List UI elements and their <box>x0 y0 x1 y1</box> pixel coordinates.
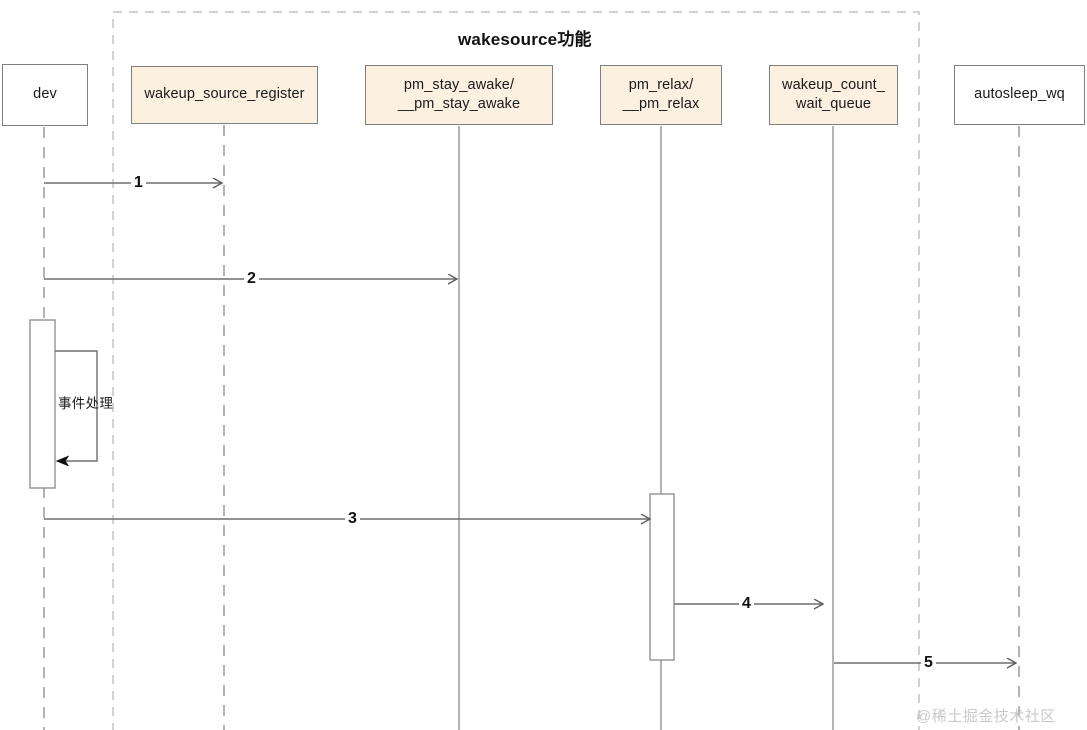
participant-label-pm-relax: pm_relax/ __pm_relax <box>622 76 700 112</box>
participant-pm-relax[interactable]: pm_relax/ __pm_relax <box>600 65 722 125</box>
self-message-dev <box>55 350 98 461</box>
message-number-1: 1 <box>131 175 146 191</box>
frame-title: wakesource功能 <box>458 30 592 49</box>
activation-bars <box>29 319 675 661</box>
participant-dev[interactable]: dev <box>2 64 88 126</box>
frame-border <box>112 11 920 730</box>
participant-pm-stay-awake[interactable]: pm_stay_awake/ __pm_stay_awake <box>365 65 553 125</box>
watermark: @稀土掘金技术社区 <box>916 708 1056 725</box>
participant-label-autosleep-wq: autosleep_wq <box>974 86 1065 103</box>
message-number-5: 5 <box>921 655 936 671</box>
participant-label-wakeup-source-register: wakeup_source_register <box>144 86 305 103</box>
message-number-4: 4 <box>739 596 754 612</box>
message-number-2: 2 <box>244 271 259 287</box>
participant-label-dev: dev <box>33 86 57 103</box>
participant-label-pm-stay-awake: pm_stay_awake/ __pm_stay_awake <box>397 76 521 112</box>
lifelines <box>43 125 1020 730</box>
participant-autosleep-wq[interactable]: autosleep_wq <box>954 65 1085 125</box>
message-number-3: 3 <box>345 511 360 527</box>
activation-pm-relax <box>649 493 675 661</box>
self-message-label-dev: 事件处理 <box>58 396 114 411</box>
activation-dev <box>29 319 56 489</box>
participant-label-wakeup-count-wait-queue: wakeup_count_ wait_queue <box>782 76 885 112</box>
participant-wakeup-source-register[interactable]: wakeup_source_register <box>131 66 318 124</box>
participant-wakeup-count-wait-queue[interactable]: wakeup_count_ wait_queue <box>769 65 898 125</box>
